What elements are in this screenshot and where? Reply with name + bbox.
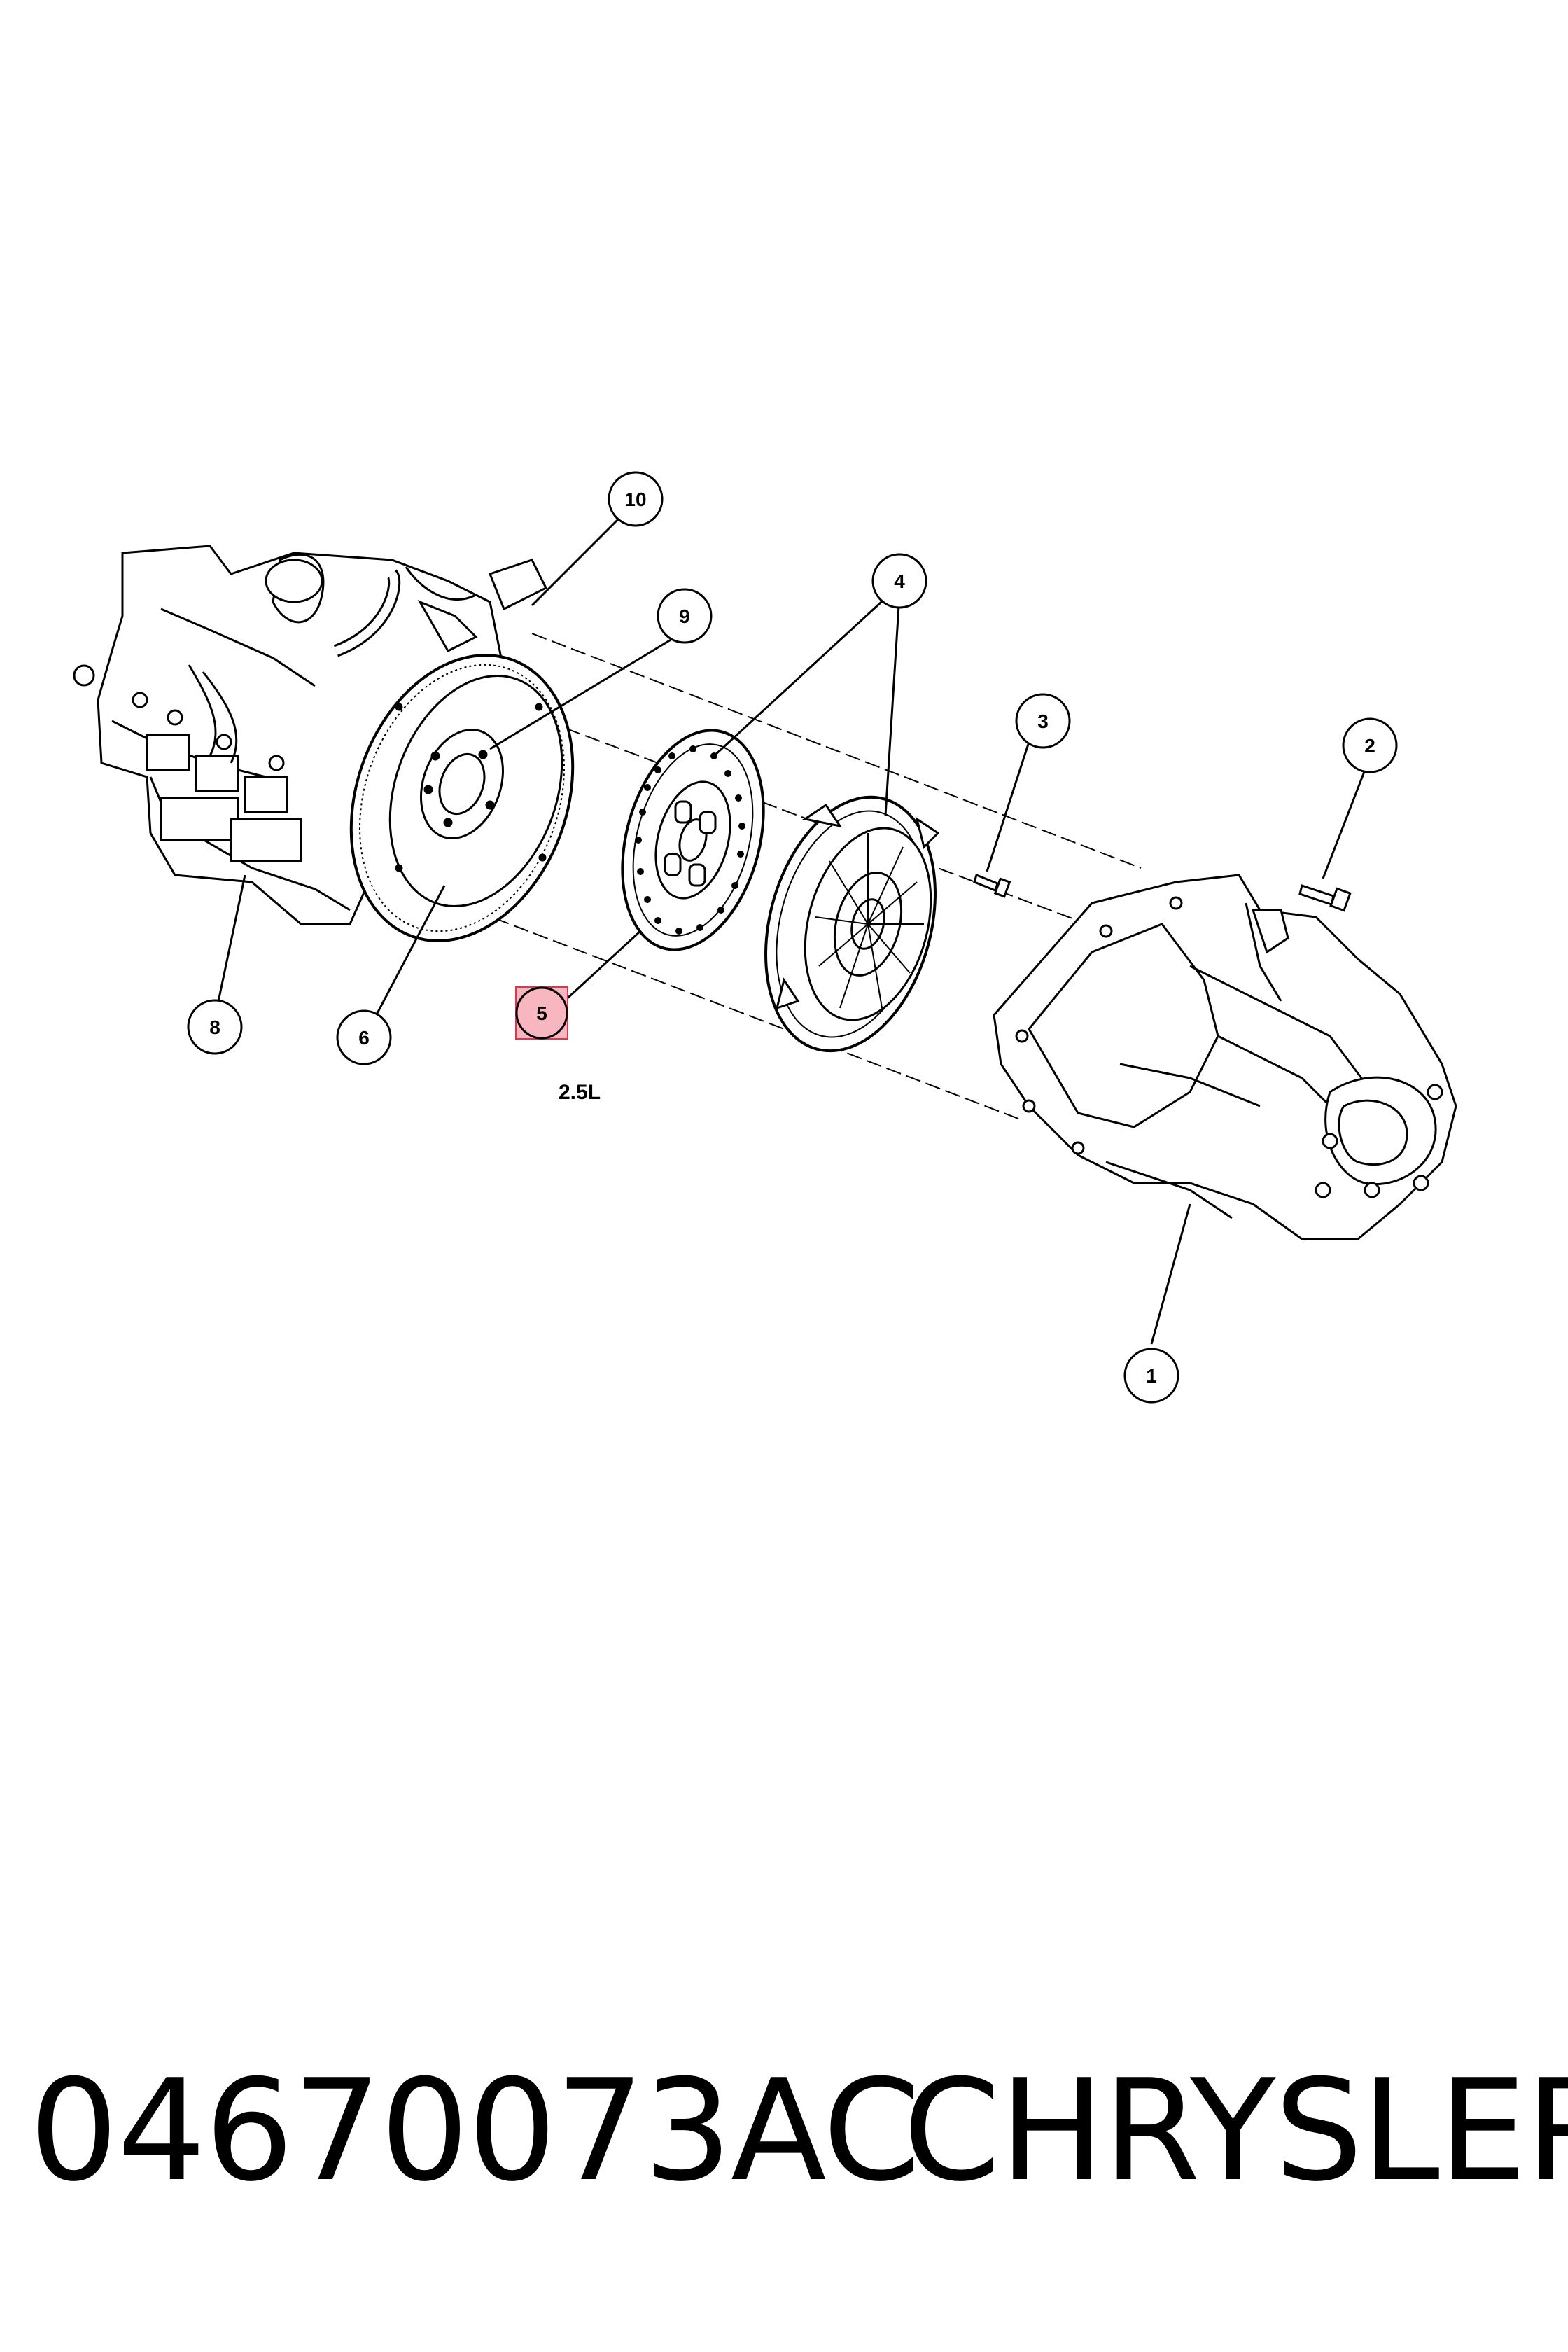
bolt-2-drawing — [1298, 884, 1352, 912]
callout-8[interactable]: 8 — [187, 999, 243, 1055]
brand-name: CHRYSLER — [903, 2050, 1568, 2213]
callout-1[interactable]: 1 — [1124, 1348, 1180, 1404]
svg-text:9: 9 — [679, 606, 690, 627]
svg-text:2: 2 — [1364, 735, 1376, 757]
callout-2[interactable]: 2 — [1342, 718, 1398, 774]
svg-text:8: 8 — [209, 1016, 220, 1038]
svg-text:5: 5 — [536, 1002, 547, 1024]
part-number: 04670073AC — [29, 2050, 920, 2213]
flywheel-drawing — [349, 654, 575, 942]
svg-text:10: 10 — [624, 489, 646, 510]
callout-3[interactable]: 3 — [1015, 693, 1071, 749]
engine-label: 2.5L — [559, 1081, 601, 1104]
svg-text:1: 1 — [1146, 1365, 1157, 1387]
pressure-plate-drawing — [764, 795, 940, 1053]
transmission-drawing — [993, 874, 1457, 1240]
svg-text:4: 4 — [894, 570, 905, 592]
callout-6[interactable]: 6 — [336, 1009, 392, 1065]
callout-5-highlighted[interactable]: 5 — [515, 986, 568, 1040]
callout-9[interactable]: 9 — [657, 588, 713, 644]
svg-text:6: 6 — [358, 1027, 370, 1049]
callouts: 1 2 3 4 5 6 — [187, 471, 1398, 1404]
bolt-3-drawing — [973, 873, 1011, 898]
callout-10[interactable]: 10 — [608, 471, 664, 527]
svg-text:3: 3 — [1037, 710, 1049, 732]
callout-4[interactable]: 4 — [872, 553, 927, 609]
engine-block-drawing — [73, 545, 548, 925]
clutch-disc-drawing — [621, 729, 765, 951]
